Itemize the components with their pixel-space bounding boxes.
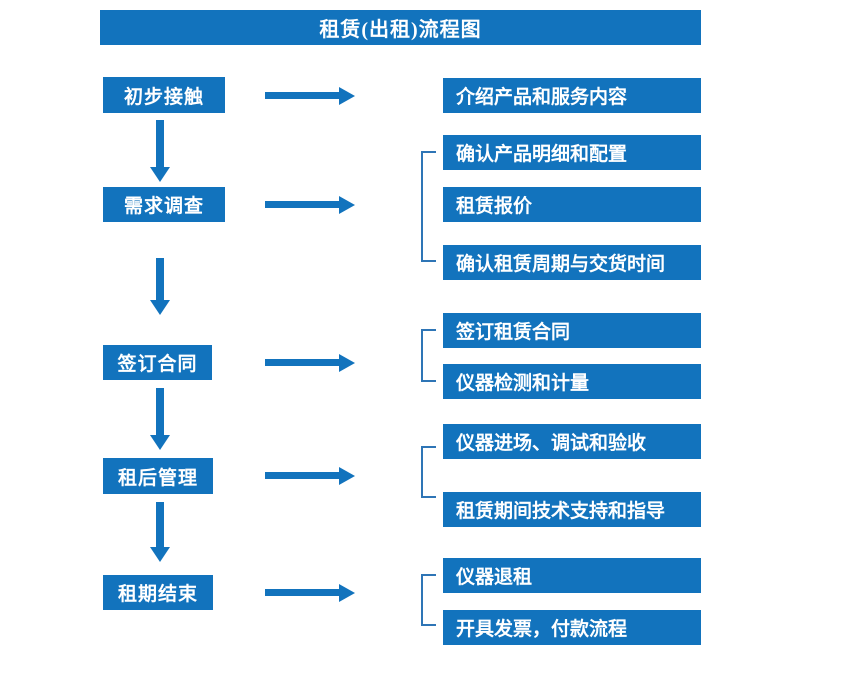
output-box-confirm-product-details: 确认产品明细和配置 — [443, 135, 701, 170]
arrow-down-icon-2 — [156, 258, 164, 300]
arrow-down-icon-1 — [156, 120, 164, 167]
stage-box-rental-end: 租期结束 — [103, 575, 213, 610]
bracket-icon-sign-contract-group — [421, 329, 436, 382]
output-box-rental-quotation: 租赁报价 — [443, 187, 701, 222]
arrow-right-icon-1 — [265, 92, 339, 99]
arrow-down-icon-4 — [156, 502, 164, 547]
stage-box-demand-survey: 需求调查 — [103, 187, 225, 222]
arrow-down-icon-3 — [156, 388, 164, 435]
stage-box-initial-contact: 初步接触 — [103, 77, 225, 113]
arrow-right-icon-2 — [265, 201, 339, 208]
output-box-sign-rental-contract: 签订租赁合同 — [443, 313, 701, 348]
arrow-right-icon-3 — [265, 359, 339, 366]
output-box-technical-support: 租赁期间技术支持和指导 — [443, 492, 701, 527]
stage-box-sign-contract: 签订合同 — [103, 345, 212, 380]
bracket-icon-rental-end-group — [421, 574, 436, 626]
stage-box-post-rental-management: 租后管理 — [103, 458, 213, 494]
output-box-invoice-payment: 开具发票，付款流程 — [443, 610, 701, 645]
output-box-instrument-testing: 仪器检测和计量 — [443, 364, 701, 399]
bracket-icon-demand-survey-group — [421, 151, 436, 262]
output-box-instrument-entry: 仪器进场、调试和验收 — [443, 424, 701, 459]
arrow-right-icon-5 — [265, 589, 339, 596]
output-box-instrument-return: 仪器退租 — [443, 558, 701, 593]
output-box-introduce-products: 介绍产品和服务内容 — [443, 78, 701, 113]
output-box-confirm-rental-period: 确认租赁周期与交货时间 — [443, 245, 701, 280]
bracket-icon-post-rental-group — [421, 446, 436, 498]
arrow-right-icon-4 — [265, 472, 339, 479]
flowchart-title: 租赁(出租)流程图 — [100, 10, 701, 45]
